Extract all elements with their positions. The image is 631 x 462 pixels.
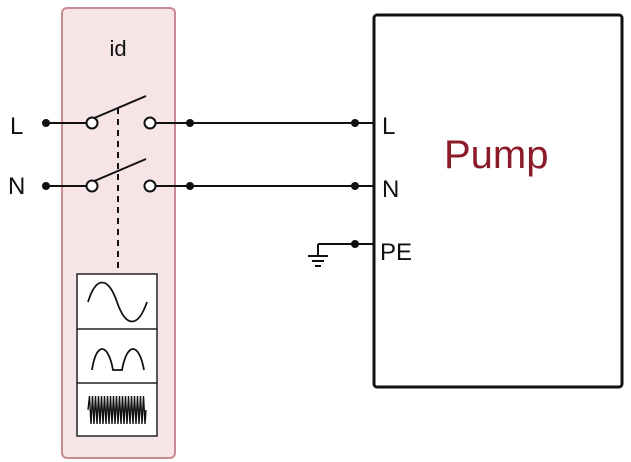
device-label: id [109, 36, 126, 61]
neutral-output-junction [186, 182, 194, 190]
pump-neutral-junction [351, 182, 359, 190]
pump-terminal-neutral-label: N [382, 176, 399, 203]
protective-earth-conductor [317, 243, 374, 256]
pump-terminal-earth-label: PE [380, 239, 412, 266]
line-switch-contact-in [85, 116, 99, 130]
input-terminal-neutral-label: N [8, 173, 25, 200]
pump-earth-junction [351, 240, 359, 248]
high-frequency-wave-icon [87, 395, 147, 425]
pulsating-dc-wave-icon [91, 348, 145, 371]
fault-type-panel [76, 273, 158, 437]
input-terminal-line-label: L [10, 113, 23, 140]
line-switch-contact-out [143, 116, 157, 130]
pump-terminal-line-label: L [382, 113, 395, 140]
pump-line-junction [351, 119, 359, 127]
ground-symbol-icon [308, 255, 328, 267]
neutral-switch-contact-out [143, 179, 157, 193]
pump-enclosure [372, 13, 624, 389]
pump-title: Pump [444, 133, 549, 177]
line-output-junction [186, 119, 194, 127]
neutral-switch-contact-in [85, 179, 99, 193]
line-input-junction [42, 119, 50, 127]
neutral-input-junction [42, 182, 50, 190]
sine-wave-icon [87, 281, 148, 323]
